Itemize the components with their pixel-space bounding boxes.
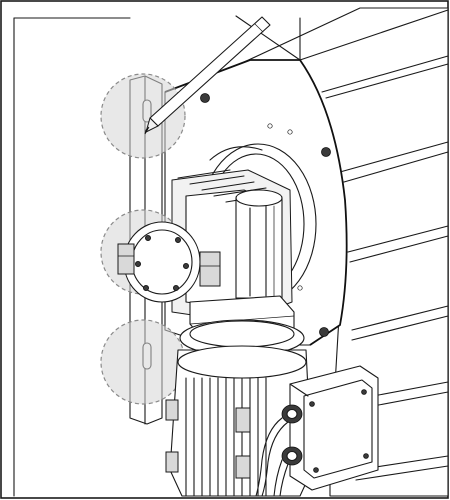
bolt-icon <box>321 147 331 157</box>
bearing-housing <box>117 221 221 303</box>
pencil-icon <box>144 16 271 135</box>
bolt-icon <box>200 93 210 103</box>
highlight-circle-top <box>100 73 186 159</box>
motor-foot <box>235 407 251 433</box>
electric-motor <box>165 319 313 497</box>
junction-box <box>289 365 379 491</box>
motor-foot <box>235 455 251 479</box>
clamp-left <box>117 243 135 275</box>
motor-foot <box>165 399 179 421</box>
shaft-collar <box>235 197 283 299</box>
cable-glands <box>255 404 303 497</box>
bolt-icon <box>319 327 329 337</box>
clamp-right <box>199 251 221 287</box>
wall-panel <box>13 17 131 497</box>
motor-foot <box>165 451 179 473</box>
highlight-circle-bottom <box>100 319 186 405</box>
